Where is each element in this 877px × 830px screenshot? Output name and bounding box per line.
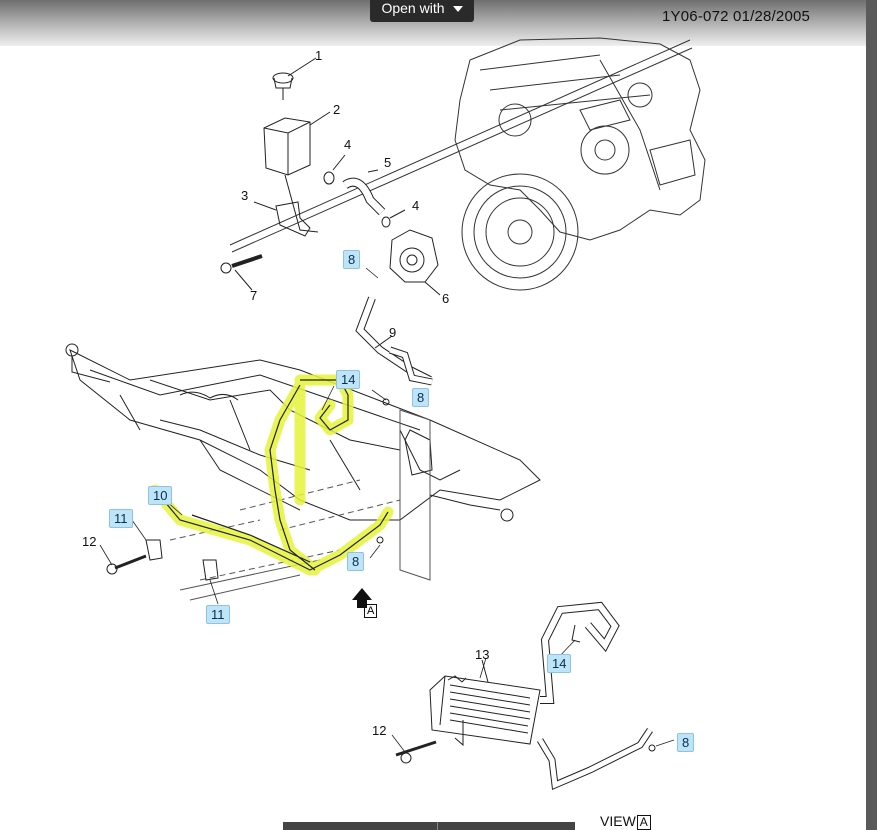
steering-gear-assembly bbox=[65, 343, 541, 581]
callout-11: 11 bbox=[109, 509, 133, 528]
chevron-down-icon bbox=[452, 6, 463, 12]
callout-13: 13 bbox=[475, 647, 490, 662]
callout-12: 12 bbox=[82, 534, 97, 549]
hose-clip bbox=[145, 539, 163, 561]
view-letter: A bbox=[636, 815, 651, 830]
callout-6: 6 bbox=[442, 291, 450, 306]
hose-clamp bbox=[381, 216, 391, 228]
bracket-bolt bbox=[220, 254, 263, 291]
power-steering-reservoir bbox=[263, 111, 331, 233]
callout-12: 12 bbox=[372, 723, 387, 738]
page-controls-bar[interactable] bbox=[283, 822, 575, 830]
hose-clamp bbox=[323, 171, 335, 185]
callout-1: 1 bbox=[315, 48, 323, 63]
power-steering-cooler bbox=[395, 601, 656, 791]
callout-14: 14 bbox=[336, 370, 361, 389]
callout-8: 8 bbox=[412, 388, 430, 407]
callout-7: 7 bbox=[250, 288, 258, 303]
reservoir-bracket bbox=[253, 201, 311, 237]
callout-8: 8 bbox=[347, 552, 365, 571]
callout-3: 3 bbox=[241, 188, 249, 203]
scrollbar[interactable] bbox=[866, 0, 877, 830]
view-label-text: VIEW bbox=[600, 813, 636, 829]
o-ring-seal bbox=[376, 536, 384, 544]
arrow-letter: A bbox=[364, 604, 378, 618]
hose-clip bbox=[202, 559, 219, 581]
callout-14: 14 bbox=[547, 654, 572, 673]
divider bbox=[437, 822, 438, 830]
callout-11: 11 bbox=[206, 605, 230, 624]
power-steering-pump bbox=[389, 229, 441, 296]
callout-2: 2 bbox=[333, 102, 341, 117]
document-id: 1Y06-072 01/28/2005 bbox=[662, 8, 811, 25]
callout-5: 5 bbox=[384, 155, 392, 170]
reservoir-cap bbox=[272, 57, 317, 100]
view-arrow-icon bbox=[352, 588, 372, 608]
open-with-button[interactable]: Open with bbox=[370, 0, 474, 22]
callout-8: 8 bbox=[343, 250, 361, 269]
clip-bolt bbox=[114, 554, 147, 570]
callout-4: 4 bbox=[412, 198, 420, 213]
engine-block bbox=[454, 37, 706, 291]
open-with-label: Open with bbox=[381, 0, 445, 16]
callout-4: 4 bbox=[344, 137, 352, 152]
pressure-hose bbox=[355, 296, 433, 386]
viewer-toolbar: Open with 1Y06-072 01/28/2005 bbox=[0, 0, 877, 46]
callout-8: 8 bbox=[677, 733, 695, 752]
callout-9: 9 bbox=[389, 325, 397, 340]
return-hose-highlight bbox=[149, 374, 394, 576]
callout-10: 10 bbox=[148, 486, 173, 505]
